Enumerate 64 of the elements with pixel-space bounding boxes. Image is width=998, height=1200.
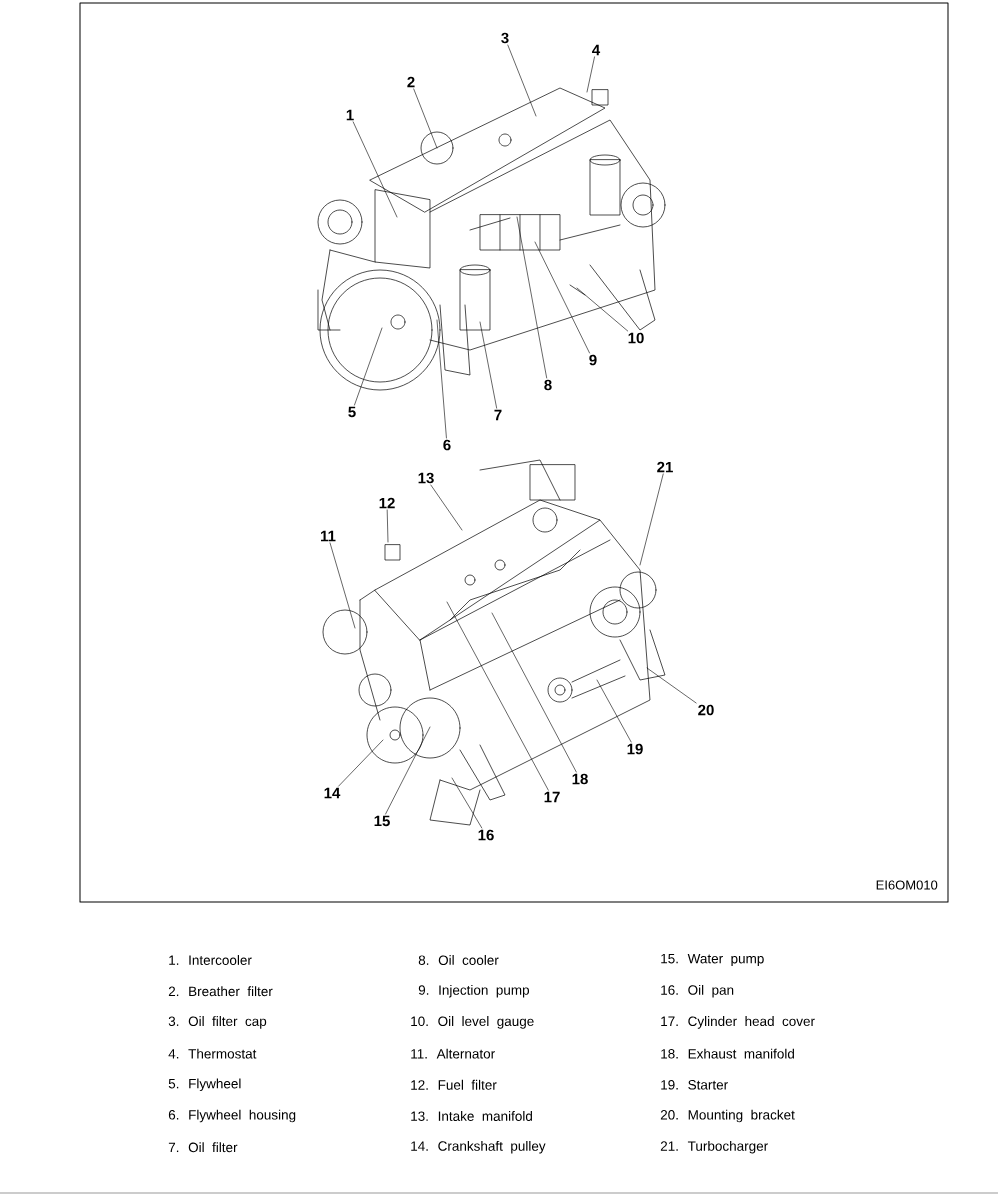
legend-entry: 12. Fuel filter: [411, 1079, 497, 1090]
callout-number: 9: [589, 354, 597, 366]
leader-line: [436, 319, 447, 439]
legend-entry: 10. Oil level gauge: [411, 1016, 534, 1029]
callout-number: 12: [379, 497, 395, 509]
legend-entry: 14. Crankshaft pulley: [411, 1140, 546, 1154]
leader-line: [507, 44, 537, 117]
leader-line: [646, 667, 697, 704]
legend-entry: 2. Breather filter: [168, 986, 273, 997]
legend-entry: 13. Intake manifold: [411, 1111, 532, 1121]
legend-entry: 17. Cylinder head cover: [661, 1016, 815, 1029]
leader-line: [386, 509, 389, 543]
legend-entry: 3. Oil filter cap: [168, 1016, 267, 1029]
leader-line: [354, 327, 383, 406]
leader-line: [576, 287, 629, 332]
leader-line: [451, 777, 483, 829]
leader-line: [413, 88, 438, 149]
legend-entry: 18. Exhaust manifold: [661, 1048, 794, 1059]
callout-number: 13: [418, 472, 434, 484]
figure-code: EI6OM010: [876, 880, 938, 890]
callout-number: 16: [478, 829, 494, 841]
callout-number: 6: [443, 439, 451, 451]
leader-line: [338, 739, 384, 787]
callout-number: 15: [374, 815, 390, 827]
leader-line: [352, 121, 398, 218]
callout-number: 14: [324, 787, 341, 799]
leader-line: [446, 601, 549, 791]
legend-entry: 1. Intercooler: [169, 955, 252, 965]
callout-number: 1: [346, 109, 354, 121]
leader-line: [385, 726, 431, 815]
callout-number: 21: [657, 461, 673, 473]
callout-number: 11: [321, 530, 336, 542]
legend-entry: 19. Starter: [661, 1080, 728, 1090]
legend-entry: 21. Turbocharger: [660, 1140, 768, 1154]
legend-entry: 15. Water pump: [661, 953, 764, 967]
callout-number: 3: [501, 32, 509, 44]
callout-number: 4: [592, 44, 601, 56]
callout-number: 17: [544, 791, 560, 803]
leader-line: [586, 56, 595, 93]
leader-line: [534, 241, 590, 354]
leader-line: [491, 612, 577, 773]
legend-entry: 9. Injection pump: [418, 984, 530, 998]
legend-entry: 20. Mounting bracket: [660, 1109, 795, 1123]
legend-entry: 7. Oil filter: [168, 1142, 238, 1153]
leader-line: [430, 484, 463, 531]
leader-line: [596, 679, 632, 743]
callout-number: 7: [494, 409, 502, 421]
callout-number: 5: [348, 406, 356, 418]
legend-entry: 11. Alternator: [411, 1048, 495, 1059]
legend-entry: 6. Flywheel housing: [168, 1109, 296, 1123]
leader-line: [329, 542, 356, 629]
legend-entry: 4. Thermostat: [168, 1048, 257, 1059]
callout-number: 18: [572, 773, 588, 785]
legend-entry: 8. Oil cooler: [418, 955, 499, 965]
callout-number: 8: [544, 379, 552, 391]
leader-line: [479, 321, 497, 409]
callout-number: 10: [628, 332, 644, 344]
leader-line: [516, 216, 547, 379]
callout-number: 2: [407, 76, 415, 88]
legend-entry: 16. Oil pan: [661, 984, 734, 998]
callout-number: 19: [627, 743, 643, 755]
leader-line: [639, 473, 664, 566]
legend-entry: 5. Flywheel: [168, 1078, 241, 1092]
callout-number: 20: [698, 704, 714, 716]
